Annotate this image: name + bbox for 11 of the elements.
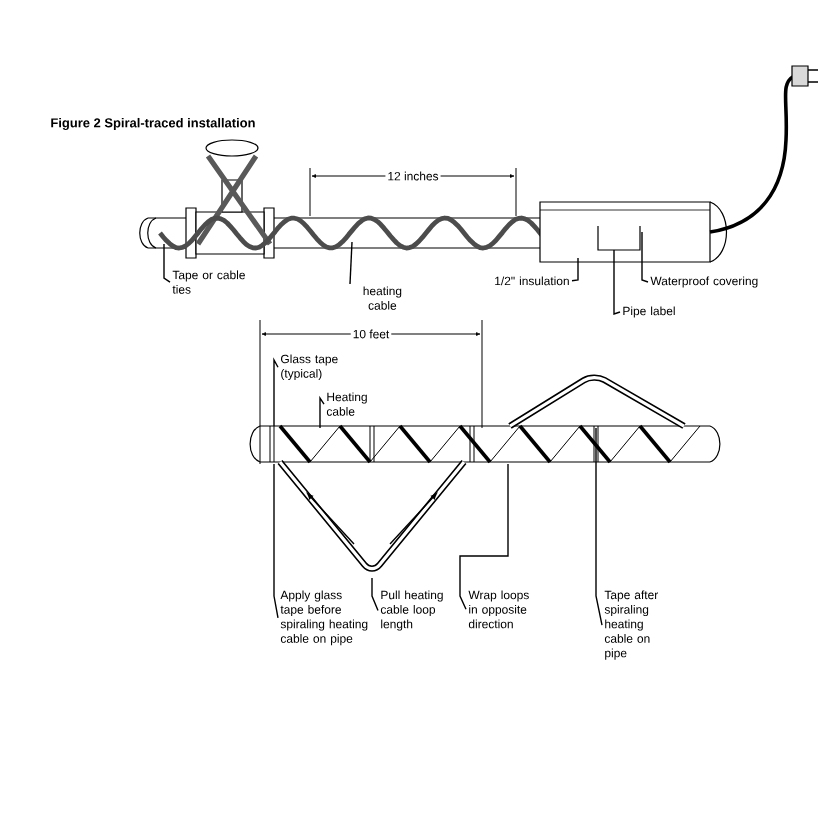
leader-line xyxy=(641,231,649,283)
leader-line xyxy=(371,577,379,612)
leader-line xyxy=(273,463,279,619)
leader-line xyxy=(459,463,509,611)
leader-line xyxy=(595,427,603,626)
leader-line xyxy=(273,357,279,427)
leader-line xyxy=(571,257,579,282)
leader-line xyxy=(613,249,621,315)
leader-line xyxy=(349,241,353,285)
leader-line xyxy=(163,243,171,283)
leader-line xyxy=(319,395,325,429)
